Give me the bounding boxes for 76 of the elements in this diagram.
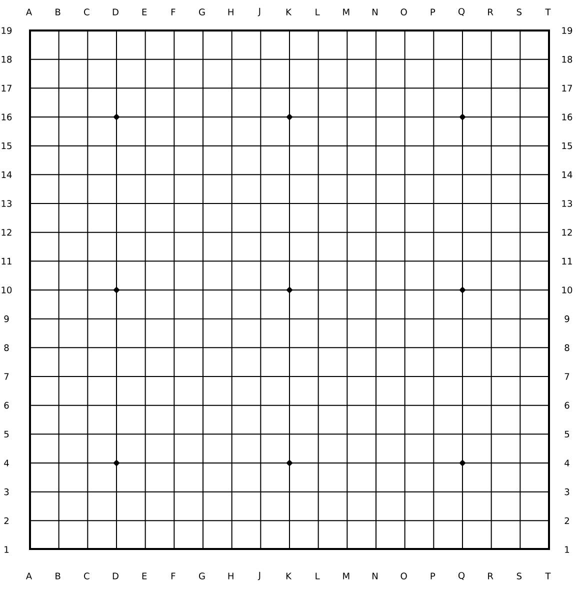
row-label: 9 — [4, 315, 9, 322]
row-label: 16 — [562, 114, 572, 120]
row-label: 14 — [562, 171, 572, 178]
column-label: R — [488, 8, 494, 16]
row-label: 18 — [562, 56, 572, 63]
column-label: E — [142, 8, 147, 16]
row-label: 10 — [2, 286, 12, 294]
column-label: T — [545, 572, 551, 580]
row-label: 15 — [562, 142, 572, 150]
column-label: N — [372, 8, 378, 16]
row-label: 18 — [2, 56, 12, 63]
column-label: M — [343, 572, 350, 580]
row-label: 13 — [2, 200, 12, 207]
row-label: 7 — [564, 373, 570, 380]
column-label: P — [430, 8, 436, 16]
column-label: O — [400, 8, 407, 16]
column-label: C — [84, 572, 90, 580]
column-label: F — [171, 8, 176, 16]
column-label: D — [112, 8, 118, 16]
row-label: 1 — [565, 546, 570, 553]
column-label: Q — [458, 8, 465, 16]
column-label: C — [84, 8, 90, 16]
column-label: E — [142, 572, 147, 580]
column-label: Q — [458, 572, 465, 580]
row-label: 11 — [2, 258, 12, 264]
row-label: 8 — [4, 344, 9, 352]
row-label: 9 — [564, 315, 570, 322]
row-label: 3 — [4, 488, 9, 496]
column-label: J — [258, 572, 260, 580]
row-label: 6 — [564, 402, 570, 409]
row-label: 16 — [2, 114, 12, 120]
column-label: D — [112, 572, 118, 580]
row-label: 19 — [562, 27, 572, 34]
column-label: N — [372, 572, 378, 580]
column-label: A — [26, 572, 32, 580]
row-label: 4 — [564, 460, 570, 466]
column-label: L — [316, 8, 320, 16]
row-label: 17 — [2, 84, 12, 92]
column-label: G — [199, 8, 205, 16]
column-label: B — [56, 572, 60, 580]
column-label: B — [56, 8, 60, 16]
column-label: A — [26, 8, 32, 16]
row-label: 10 — [562, 286, 572, 294]
row-label: 14 — [2, 171, 12, 178]
row-label: 11 — [562, 258, 572, 264]
column-label: T — [545, 8, 551, 16]
column-label: O — [400, 572, 407, 580]
column-label: L — [316, 572, 320, 580]
column-label: K — [286, 572, 292, 580]
column-label: H — [228, 572, 234, 580]
row-label: 19 — [2, 27, 12, 34]
column-label: H — [228, 8, 234, 16]
row-label: 2 — [4, 517, 8, 524]
row-label: 5 — [4, 430, 9, 438]
column-label: G — [199, 572, 205, 580]
row-label: 13 — [562, 200, 572, 207]
row-label: 7 — [4, 373, 9, 380]
row-label: 2 — [564, 517, 569, 524]
column-label: F — [171, 572, 176, 580]
row-label: 12 — [2, 229, 12, 236]
column-label: R — [488, 572, 494, 580]
row-label: 8 — [564, 344, 570, 352]
row-label: 15 — [2, 142, 12, 150]
row-label: 5 — [564, 430, 570, 438]
column-label: S — [516, 572, 522, 580]
column-label: S — [516, 8, 522, 16]
row-label: 3 — [564, 488, 570, 496]
column-label: M — [343, 8, 350, 16]
row-label: 1 — [4, 546, 9, 553]
row-label: 12 — [562, 229, 572, 236]
column-label: K — [286, 8, 292, 16]
column-label: J — [258, 8, 260, 16]
row-label: 4 — [4, 460, 9, 466]
row-label: 6 — [4, 402, 9, 409]
row-label: 17 — [562, 84, 572, 92]
column-label: P — [430, 572, 436, 580]
